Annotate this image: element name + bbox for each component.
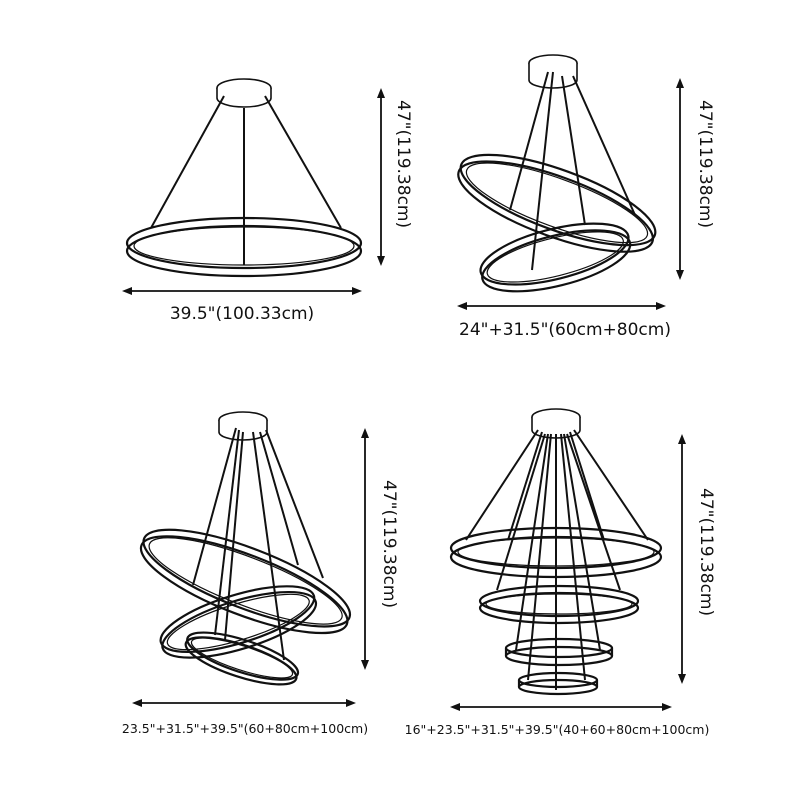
width-label: 24"+31.5"(60cm+80cm)	[459, 320, 671, 340]
panel-two-ring: 24"+31.5"(60cm+80cm) 47"(119.38cm)	[457, 54, 715, 340]
width-label: 16"+23.5"+31.5"+39.5"(40+60+80cm+100cm)	[404, 722, 710, 737]
width-label: 23.5"+31.5"+39.5"(60+80cm+100cm)	[121, 721, 369, 736]
width-label: 39.5"(100.33cm)	[169, 304, 315, 324]
chandelier-three-ring-drawing	[132, 411, 369, 707]
panel-three-ring: 23.5"+31.5"+39.5"(60+80cm+100cm) 47"(119…	[121, 411, 399, 736]
height-label: 47"(119.38cm)	[696, 488, 716, 617]
chandelier-two-ring-drawing	[457, 54, 684, 310]
panel-one-ring: 39.5"(100.33cm) 47"(119.38cm)	[0, 0, 413, 400]
chandelier-one-ring-drawing	[122, 78, 385, 295]
